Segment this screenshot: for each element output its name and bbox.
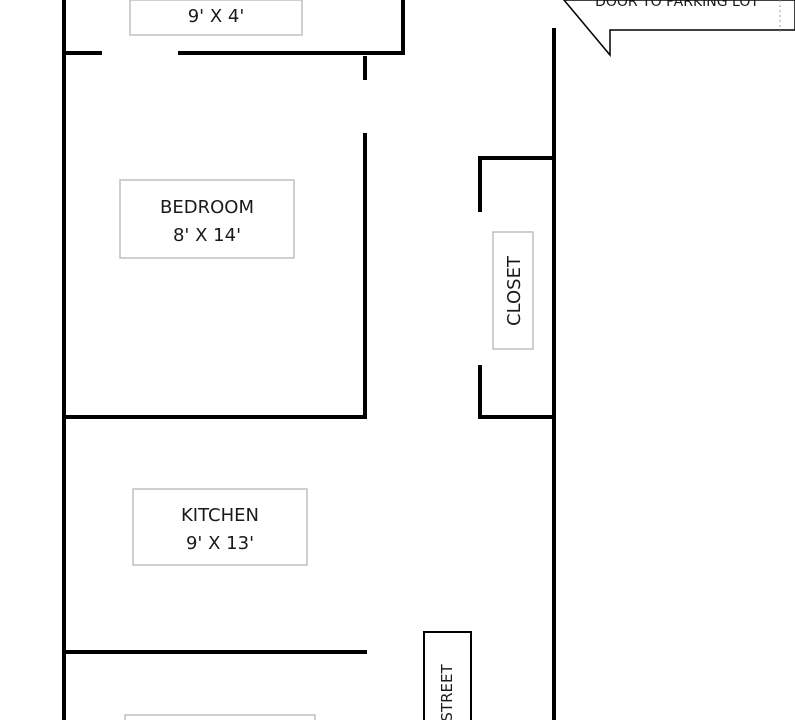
street-label: STREET (438, 664, 456, 720)
bedroom-label-box (119, 179, 295, 259)
bedroom-dimensions: 8' X 14' (173, 225, 241, 246)
door-to-parking-lot-text: DOOR TO PARKING LOT (595, 0, 759, 10)
bottom-room-label-box (124, 714, 316, 720)
street-label-box (423, 631, 472, 720)
top-room-label-box (129, 0, 303, 36)
top-room-dimensions: 9' X 4' (188, 6, 245, 27)
door-to-parking-lot-callout (563, 0, 795, 58)
kitchen-dimensions: 9' X 13' (186, 533, 254, 554)
closet-name: CLOSET (504, 255, 525, 326)
kitchen-label-box (132, 488, 308, 566)
closet-label-box (492, 231, 534, 350)
kitchen-name: KITCHEN (181, 505, 259, 526)
bedroom-name: BEDROOM (160, 197, 254, 218)
